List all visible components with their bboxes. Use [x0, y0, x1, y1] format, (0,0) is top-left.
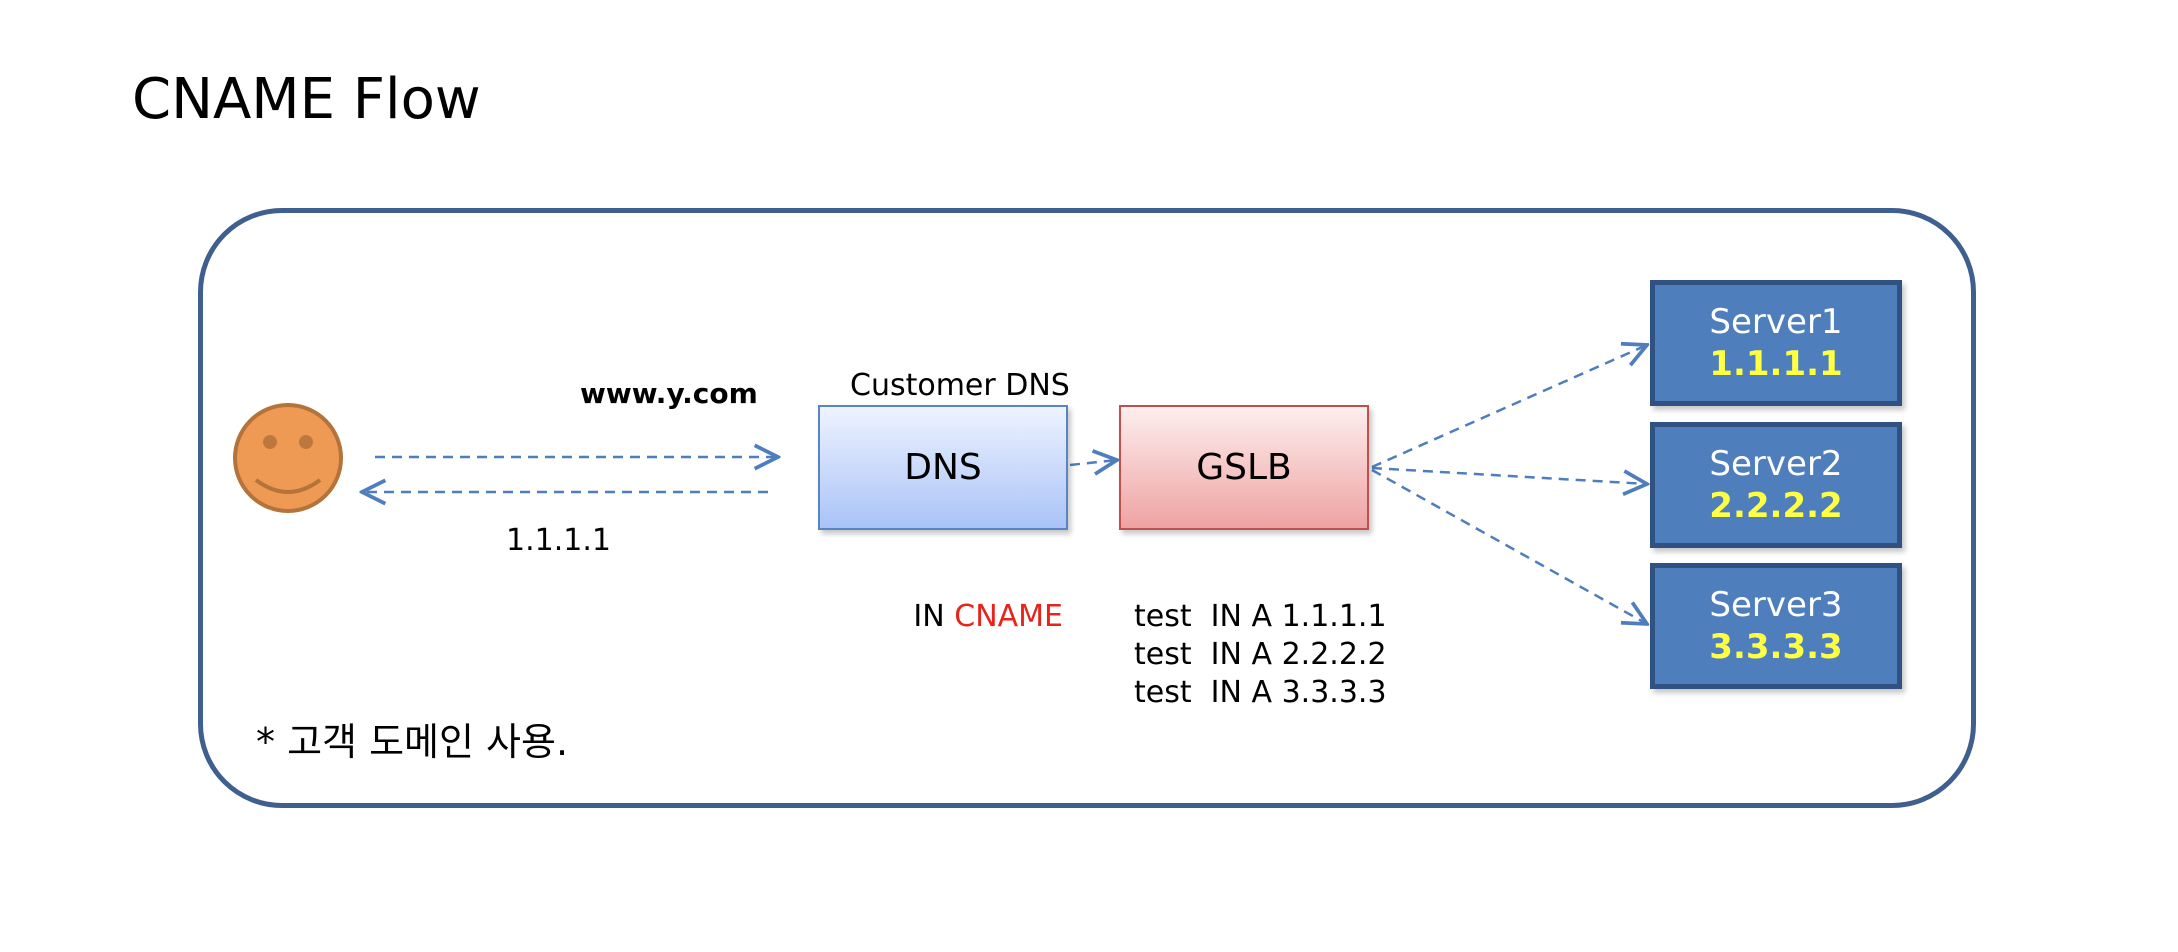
cname-record-class: IN [913, 599, 945, 634]
cname-record: IN CNAME [872, 598, 1072, 638]
server-name: Server2 [1709, 444, 1843, 484]
a-record: test IN A 1.1.1.1 [1134, 599, 1387, 634]
gslb-to-server2-arrow [1371, 466, 1647, 484]
server-2-box: Server2 2.2.2.2 [1650, 422, 1902, 548]
dns-box: DNS [818, 405, 1068, 530]
server-ip: 3.3.3.3 [1709, 627, 1843, 667]
page-title: CNAME Flow [132, 67, 481, 132]
gslb-to-server1-arrow [1371, 345, 1647, 469]
gslb-box: GSLB [1119, 405, 1369, 530]
server-ip: 1.1.1.1 [1709, 344, 1843, 384]
customer-dns-caption: Customer DNS [850, 368, 1070, 403]
a-record: test IN A 3.3.3.3 [1134, 675, 1387, 710]
gslb-label: GSLB [1196, 447, 1292, 488]
server-3-box: Server3 3.3.3.3 [1650, 563, 1902, 689]
server-1-box: Server1 1.1.1.1 [1650, 280, 1902, 406]
dns-label: DNS [904, 447, 982, 488]
cname-record-type: CNAME [954, 599, 1063, 634]
gslb-to-server3-arrow [1371, 468, 1647, 624]
answer-ip-label: 1.1.1.1 [506, 523, 611, 558]
footnote: * 고객 도메인 사용. [256, 720, 569, 764]
diagram-frame [198, 208, 1976, 808]
dns-to-gslb-arrow [1069, 460, 1117, 465]
a-records-list: test IN A 1.1.1.1 test IN A 2.2.2.2 test… [1134, 598, 1387, 712]
server-name: Server3 [1709, 585, 1843, 625]
smiley-face-icon [233, 403, 343, 513]
query-domain-label: www.y.com [580, 377, 758, 410]
a-record: test IN A 2.2.2.2 [1134, 637, 1387, 672]
server-name: Server1 [1709, 302, 1843, 342]
server-ip: 2.2.2.2 [1709, 486, 1843, 526]
